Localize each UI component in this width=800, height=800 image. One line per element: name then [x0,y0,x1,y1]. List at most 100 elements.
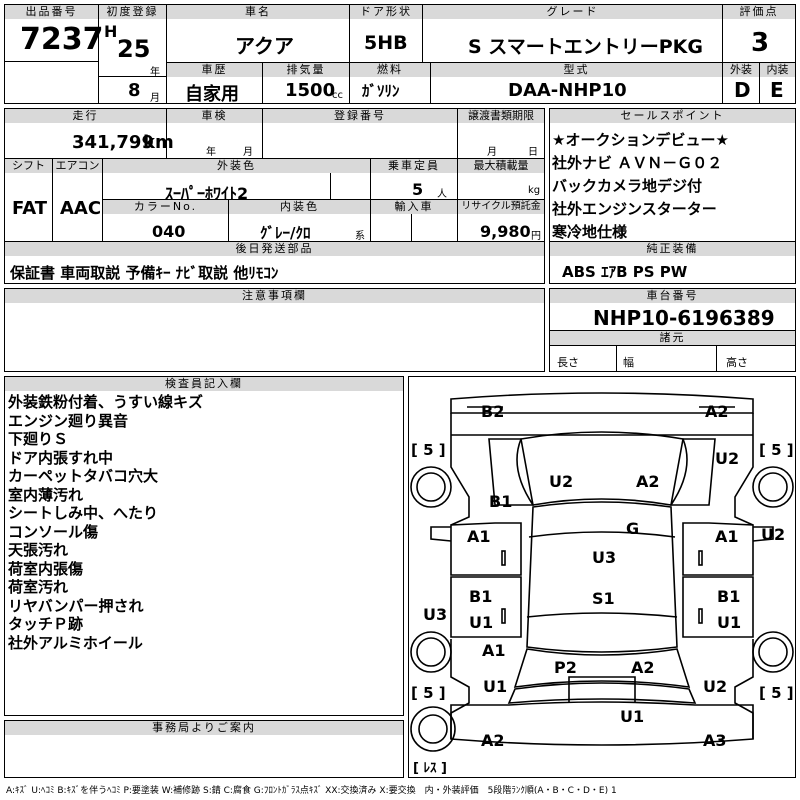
lot-label: 出品番号 [5,5,98,19]
history-label: 車歴 [167,63,262,77]
legend: A:ｷｽﾞ U:ﾍｺﾐ B:ｷｽﾞを伴うﾍｺﾐ P:要塗装 W:補修跡 S:錆 … [6,786,617,796]
month-value: 8 [128,80,141,101]
inspector-label: 検査員記入欄 [5,377,403,391]
mark-front-right: A3 [703,731,727,750]
shift-value: FAT [12,198,48,219]
recycle-label: リサイクル預託金 [458,200,544,214]
mark-bumper-u: U1 [620,707,645,726]
registration-label: 登録番号 [263,109,457,123]
mark-rear-left: B2 [481,402,505,421]
mark-rear-door-right: A1 [715,527,739,546]
parts-label: 後日発送部品 [5,242,544,256]
inspector-item: エンジン廻り異音 [8,411,129,430]
first-reg-label: 初度登録 [99,5,166,19]
inspector-item: 社外アルミホイール [8,633,143,652]
exterior-label: 外装 [723,63,759,77]
capacity-value: 5 [412,180,424,199]
exterior-value: D [734,78,751,102]
mileage-label: 走行 [5,109,166,123]
load-label: 最大積載量 [458,159,544,173]
inspector-item: コンソール傷 [8,522,99,541]
sales-item: 寒冷地仕様 [552,223,628,241]
equipment-label: 純正装備 [550,242,795,256]
mileage-unit: km [143,132,174,153]
import-label: 輸入車 [371,200,457,214]
sales-label: セールスポイント [550,109,795,123]
inspection-year: 年 [206,147,216,158]
capacity-label: 乗車定員 [371,159,457,173]
door-value: 5HB [364,32,408,54]
inspector-item: シートしみ中、へたり [8,504,159,522]
mark-fender-right-u: U2 [703,677,728,696]
inspection-label: 車検 [167,109,262,123]
mileage-value: 341,799 [72,132,154,153]
capacity-unit: 人 [437,189,447,200]
inspector-item: タッチＰ跡 [8,615,84,633]
model-value: DAA-NHP10 [508,80,627,101]
history-value: 自家用 [185,84,239,105]
mark-quarter-right: U2 [715,449,740,468]
parts-box [4,241,545,284]
inspector-box [4,376,404,716]
inspector-item: カーペットタバコ穴大 [8,467,159,485]
chassis-value: NHP10-6196389 [593,306,775,330]
score-value: 3 [751,28,770,58]
inspector-item: 荷室内張傷 [8,559,84,578]
sales-item: バックカメラ地デジ付 [552,177,703,195]
inspector-item: 天張汚れ [8,541,69,559]
office-box [4,720,404,778]
interior-color-label: 内装色 [229,200,370,214]
equipment-value: ABS ｴｱB PS PW [562,263,688,281]
damage-diagram: B2 A2 [ 5 ] [ 5 ] U2 U2 A2 B1 G A1 A1 U2… [408,376,796,778]
displacement-value: 1500 [285,80,336,101]
chassis-label: 車台番号 [550,289,795,303]
header-grid [4,4,796,104]
grade-value: S スマートエントリーPKG [468,36,703,58]
mark-front-door-left-b: B1 [469,587,493,606]
car-outline [410,392,794,752]
grade-label: グレード [423,5,722,19]
shift-label: シフト [5,159,52,173]
mark-front-door-right-b: B1 [717,587,741,606]
mark-tire-front-right: [ 5 ] [759,684,794,702]
mark-rear-glass-right: A2 [636,472,660,491]
sales-item: ★オークションデビュー★ [552,131,729,149]
mark-spare-tire: [ ﾚｽ ] [413,761,447,776]
mark-pillar-left: B1 [489,492,513,511]
inspector-item: 外装鉄粉付着、うすい線キズ [8,393,204,411]
month-unit: 月 [150,93,160,104]
score-label: 評価点 [723,5,795,19]
transfer-label: 譲渡書類期限 [458,109,544,123]
mark-hood-p: P2 [554,658,577,677]
transfer-day: 日 [528,147,538,158]
sales-item: 社外ナビ ＡＶＮ－Ｇ０２ [552,154,723,172]
mark-rear-door-left: A1 [467,527,491,546]
year-unit: 年 [150,67,160,78]
fuel-value: ｶﾞｿﾘﾝ [362,82,400,100]
mark-tire-rear-right: [ 5 ] [759,441,794,459]
office-label: 事務局よりご案内 [5,721,403,735]
specs-label: 諸元 [550,331,795,345]
mark-side-left: U3 [423,605,448,624]
inspector-item: 室内薄汚れ [8,485,84,504]
ac-label: エアコン [53,159,102,173]
mark-front-door-left-u: U1 [469,613,494,632]
notes-label: 注意事項欄 [5,289,544,303]
mark-rear-glass-left: U2 [549,472,574,491]
width-label: 幅 [623,356,634,369]
mark-tire-front-left: [ 5 ] [411,684,446,702]
inspector-item: ドア内張すれ中 [8,448,114,467]
displacement-label: 排気量 [263,63,349,77]
fuel-label: 燃料 [350,63,430,77]
era-mark: H [104,22,118,41]
sales-item: 社外エンジンスターター [552,200,717,218]
interior-label: 内装 [760,63,795,77]
car-name-label: 車名 [167,5,349,19]
inspection-month: 月 [243,147,253,158]
mark-front-left: A2 [481,731,505,750]
inspector-item: 荷室汚れ [8,578,69,596]
mark-hood-a: A2 [631,658,655,677]
mark-roof-u3: U3 [592,548,617,567]
notes-box [4,288,545,372]
mark-tire-rear-left: [ 5 ] [411,441,446,459]
